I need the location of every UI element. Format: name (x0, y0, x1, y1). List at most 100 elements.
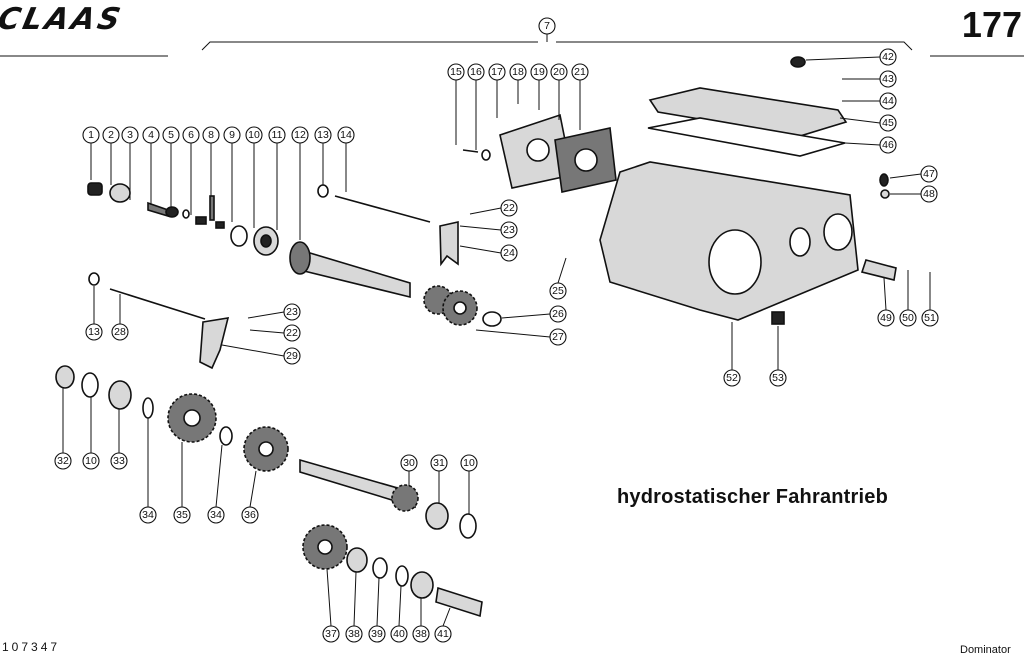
part-42-plug (790, 56, 806, 68)
svg-text:34: 34 (210, 509, 222, 521)
callout-41[interactable]: 41 (434, 625, 452, 643)
part-29-shift-fork (199, 317, 230, 370)
part-15-bolt (462, 149, 479, 153)
svg-text:12: 12 (294, 129, 306, 141)
callout-4[interactable]: 4 (142, 126, 160, 144)
callout-11[interactable]: 11 (268, 126, 286, 144)
part-34-circlip-b (219, 426, 233, 446)
callout-33[interactable]: 33 (110, 452, 128, 470)
callout-7[interactable]: 7 (538, 17, 556, 35)
svg-text:51: 51 (924, 312, 936, 324)
callout-9[interactable]: 9 (223, 126, 241, 144)
callout-2[interactable]: 2 (102, 126, 120, 144)
callout-49[interactable]: 49 (877, 309, 895, 327)
callout-8[interactable]: 8 (202, 126, 220, 144)
drawing-code: 107347 (2, 640, 61, 654)
callout-52[interactable]: 52 (723, 369, 741, 387)
svg-text:40: 40 (393, 628, 405, 640)
callout-50[interactable]: 50 (899, 309, 917, 327)
callout-51[interactable]: 51 (921, 309, 939, 327)
callout-13[interactable]: 13 (314, 126, 332, 144)
assembly-bracket (201, 41, 913, 51)
callout-34-b[interactable]: 34 (207, 506, 225, 524)
callout-15[interactable]: 15 (447, 63, 465, 81)
part-13-ring-b (88, 272, 100, 286)
callout-37[interactable]: 37 (322, 625, 340, 643)
callout-17[interactable]: 17 (488, 63, 506, 81)
callout-23-lower[interactable]: 23 (283, 303, 301, 321)
callout-23-upper[interactable]: 23 (500, 221, 518, 239)
svg-text:8: 8 (208, 129, 214, 141)
svg-text:34: 34 (142, 509, 154, 521)
callout-35[interactable]: 35 (173, 506, 191, 524)
svg-text:47: 47 (923, 168, 935, 180)
callout-12[interactable]: 12 (291, 126, 309, 144)
callout-19[interactable]: 19 (530, 63, 548, 81)
callout-18[interactable]: 18 (509, 63, 527, 81)
callout-27[interactable]: 27 (549, 328, 567, 346)
callout-39[interactable]: 39 (368, 625, 386, 643)
callout-24[interactable]: 24 (500, 244, 518, 262)
svg-text:21: 21 (574, 66, 586, 78)
callout-31[interactable]: 31 (430, 454, 448, 472)
callout-25[interactable]: 25 (549, 282, 567, 300)
callout-16[interactable]: 16 (467, 63, 485, 81)
callout-48[interactable]: 48 (920, 185, 938, 203)
svg-text:28: 28 (114, 326, 126, 338)
svg-text:39: 39 (371, 628, 383, 640)
svg-text:29: 29 (286, 350, 298, 362)
callout-34-a[interactable]: 34 (139, 506, 157, 524)
svg-text:18: 18 (512, 66, 524, 78)
part-32-seal (55, 365, 75, 389)
callout-10-right[interactable]: 10 (460, 454, 478, 472)
svg-text:27: 27 (552, 331, 564, 343)
callout-10[interactable]: 10 (245, 126, 263, 144)
svg-text:5: 5 (168, 129, 174, 141)
callout-5[interactable]: 5 (162, 126, 180, 144)
callout-46[interactable]: 46 (879, 136, 897, 154)
svg-text:4: 4 (148, 129, 154, 141)
svg-text:53: 53 (772, 372, 784, 384)
callout-44[interactable]: 44 (879, 92, 897, 110)
callout-45[interactable]: 45 (879, 114, 897, 132)
callout-22-lower[interactable]: 22 (283, 324, 301, 342)
part-47-spring (879, 173, 889, 187)
callout-40[interactable]: 40 (390, 625, 408, 643)
svg-text:36: 36 (244, 509, 256, 521)
svg-text:38: 38 (415, 628, 427, 640)
svg-text:22: 22 (286, 327, 298, 339)
callout-38-b[interactable]: 38 (412, 625, 430, 643)
callout-36[interactable]: 36 (241, 506, 259, 524)
callout-30[interactable]: 30 (400, 454, 418, 472)
callout-13-lower[interactable]: 13 (85, 323, 103, 341)
svg-text:42: 42 (882, 51, 894, 63)
svg-text:14: 14 (340, 129, 352, 141)
callout-3[interactable]: 3 (121, 126, 139, 144)
part-10-ring-b (81, 372, 99, 398)
callout-14[interactable]: 14 (337, 126, 355, 144)
callout-21[interactable]: 21 (571, 63, 589, 81)
svg-text:25: 25 (552, 285, 564, 297)
callout-38[interactable]: 38 (345, 625, 363, 643)
part-2-hub (109, 183, 131, 203)
part-24-shift-fork (439, 221, 459, 267)
svg-text:38: 38 (348, 628, 360, 640)
callout-10-lower[interactable]: 10 (82, 452, 100, 470)
callout-43[interactable]: 43 (879, 70, 897, 88)
svg-text:23: 23 (503, 224, 515, 236)
callout-1[interactable]: 1 (82, 126, 100, 144)
callout-42[interactable]: 42 (879, 48, 897, 66)
part-14-shift-rod (334, 195, 431, 223)
callout-26[interactable]: 26 (549, 305, 567, 323)
callout-32[interactable]: 32 (54, 452, 72, 470)
part-49-bracket (860, 259, 897, 281)
callout-28[interactable]: 28 (111, 323, 129, 341)
callout-53[interactable]: 53 (769, 369, 787, 387)
callout-22-upper[interactable]: 22 (500, 199, 518, 217)
callout-20[interactable]: 20 (550, 63, 568, 81)
svg-text:46: 46 (882, 139, 894, 151)
callout-29[interactable]: 29 (283, 347, 301, 365)
callout-6[interactable]: 6 (182, 126, 200, 144)
callout-47[interactable]: 47 (920, 165, 938, 183)
part-26-circlip (482, 311, 502, 327)
